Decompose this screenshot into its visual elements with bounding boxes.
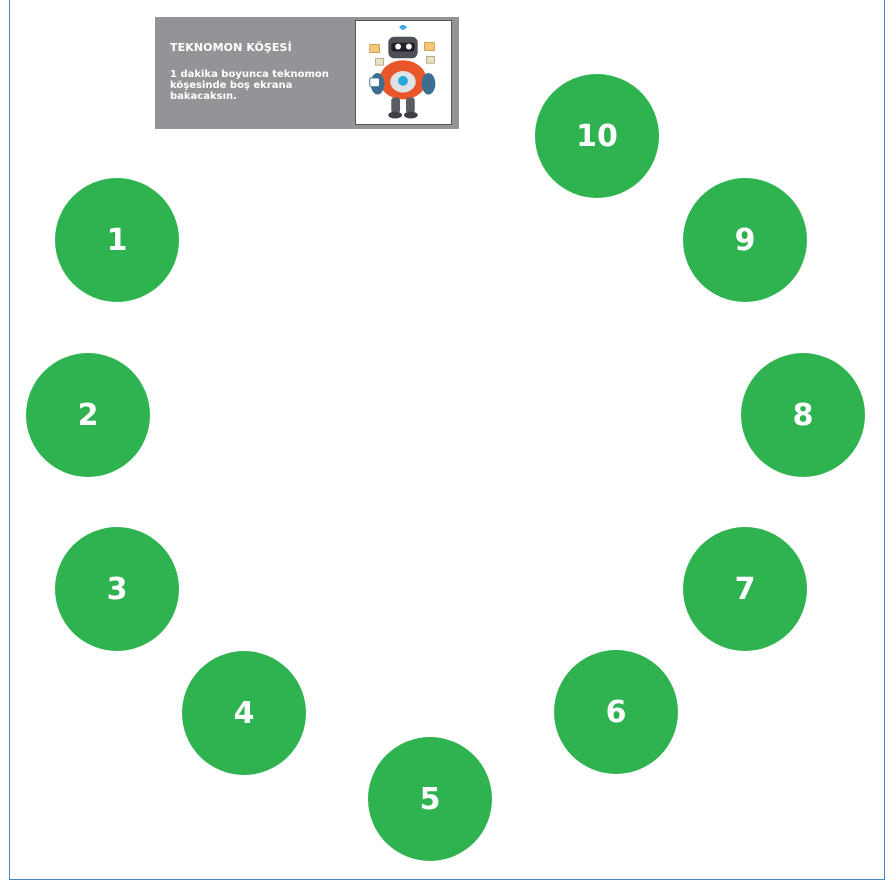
mascot-frame bbox=[355, 20, 452, 125]
spot-4: 4 bbox=[182, 651, 306, 775]
spot-6: 6 bbox=[554, 650, 678, 774]
corner-title: TEKNOMON KÖŞESİ bbox=[170, 41, 292, 54]
spot-3: 3 bbox=[55, 527, 179, 651]
spot-9: 9 bbox=[683, 178, 807, 302]
corner-instruction-line-2: köşesinde boş ekrana bakacaksın. bbox=[170, 80, 360, 102]
spot-7: 7 bbox=[683, 527, 807, 651]
corner-instruction-line-1: 1 dakika boyunca teknomon bbox=[170, 69, 360, 80]
spot-10: 10 bbox=[535, 74, 659, 198]
spot-5: 5 bbox=[368, 737, 492, 861]
teknomon-corner-card: TEKNOMON KÖŞESİ 1 dakika boyunca teknomo… bbox=[155, 17, 459, 129]
spot-2: 2 bbox=[26, 353, 150, 477]
corner-instruction: 1 dakika boyunca teknomon köşesinde boş … bbox=[170, 69, 360, 102]
spot-1: 1 bbox=[55, 178, 179, 302]
robot-mascot-icon bbox=[356, 21, 451, 124]
spot-8: 8 bbox=[741, 353, 865, 477]
